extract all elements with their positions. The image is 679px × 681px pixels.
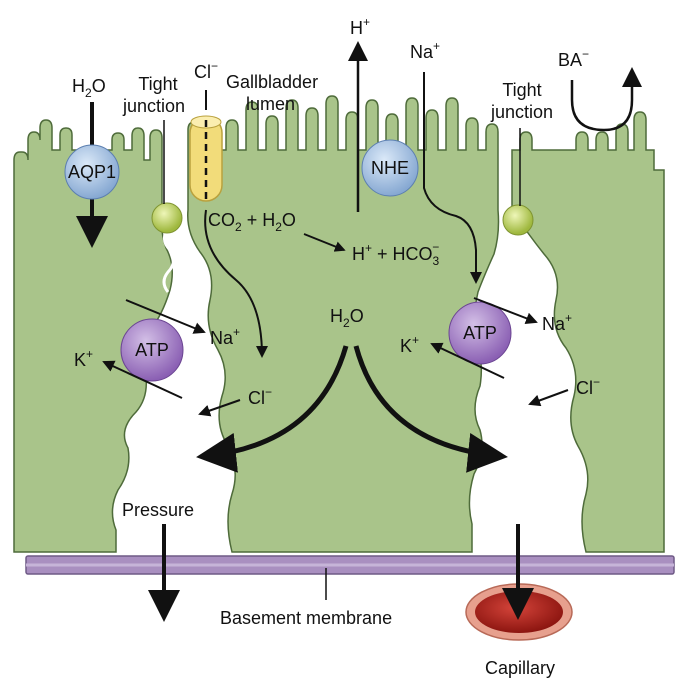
basement-membrane-label: Basement membrane	[220, 608, 392, 628]
atp-pump-right	[448, 301, 512, 365]
nhe-exchanger	[361, 139, 419, 197]
cl-mid-label: Cl−	[248, 385, 272, 408]
h-hco3-label: H+ + HCO3−	[352, 240, 440, 268]
h2o-mid-label: H2O	[330, 306, 364, 330]
tight-junction-left	[151, 202, 183, 234]
atp-pump-left	[120, 318, 184, 382]
tight-junction-left-label-2: junction	[122, 96, 185, 116]
atp-right-label: ATP	[463, 323, 497, 343]
right-cell	[511, 111, 665, 553]
pressure-label: Pressure	[122, 500, 194, 520]
tight-junction-right-label-1: Tight	[502, 80, 541, 100]
atp-left-label: ATP	[135, 340, 169, 360]
tight-junction-right-label-2: junction	[490, 102, 553, 122]
na-right-label: Na+	[542, 311, 572, 334]
k-left-label: K+	[74, 347, 93, 370]
co2-h2o-label: CO2 + H2O	[208, 210, 296, 234]
tight-junction-right	[502, 204, 534, 236]
cl-right-label: Cl−	[576, 375, 600, 398]
nhe-label: NHE	[371, 158, 409, 178]
na-top-label: Na+	[410, 39, 440, 62]
gallbladder-label-2: lumen	[246, 94, 295, 114]
aqp1-channel	[64, 144, 120, 200]
aqp1-label: AQP1	[68, 162, 116, 182]
capillary-label: Capillary	[485, 658, 555, 678]
gallbladder-label-1: Gallbladder	[226, 72, 318, 92]
tight-junction-left-label-1: Tight	[138, 74, 177, 94]
cl-top-label: Cl−	[194, 59, 218, 82]
h-top-label: H+	[350, 15, 370, 38]
na-left-label: Na+	[210, 325, 240, 348]
middle-cell	[187, 95, 500, 553]
k-right-label: K+	[400, 333, 419, 356]
h2o-top-label: H2O	[72, 76, 106, 100]
ba-label: BA−	[558, 47, 589, 70]
